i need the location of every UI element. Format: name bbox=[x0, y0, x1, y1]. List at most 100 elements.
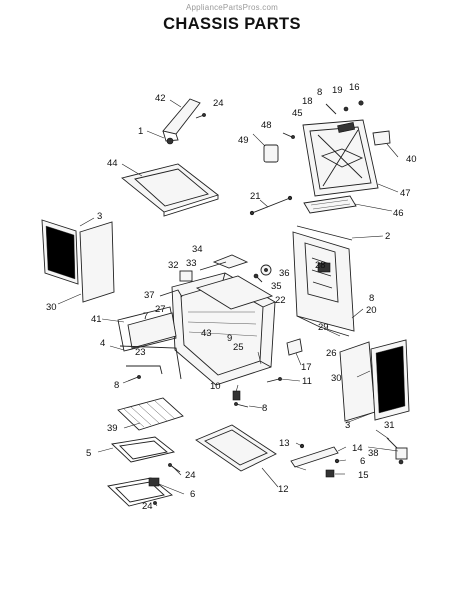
part-10-clip bbox=[232, 390, 241, 401]
callout-22: 22 bbox=[275, 295, 286, 306]
callout-23: 23 bbox=[135, 347, 146, 358]
callout-40: 40 bbox=[406, 154, 417, 165]
part-3-side-insulation-left bbox=[41, 219, 79, 285]
part-8-screw-left bbox=[127, 375, 141, 382]
callout-46: 46 bbox=[393, 208, 404, 219]
part-26-light-socket bbox=[286, 338, 303, 356]
part-8-screw-top bbox=[325, 103, 337, 115]
callout-1: 1 bbox=[138, 126, 143, 137]
callout-38: 38 bbox=[368, 448, 379, 459]
callout-26: 26 bbox=[326, 348, 337, 359]
callout-9: 9 bbox=[227, 333, 232, 344]
callout-37: 37 bbox=[144, 290, 155, 301]
callout-7: 7 bbox=[143, 311, 148, 322]
part-35-sensor bbox=[253, 273, 263, 283]
part-23-element-bracket bbox=[126, 365, 163, 375]
part-6-screw bbox=[334, 458, 340, 464]
callout-16: 16 bbox=[349, 82, 360, 93]
callout-numbers: 42 24 1 44 48 49 8 18 19 16 45 40 21 47 … bbox=[46, 82, 417, 512]
callout-33: 33 bbox=[186, 258, 197, 269]
callout-8-left: 8 bbox=[114, 380, 119, 391]
callout-24: 24 bbox=[213, 98, 224, 109]
callout-3-right: 3 bbox=[345, 420, 350, 431]
part-1-washer bbox=[166, 137, 174, 145]
callout-47: 47 bbox=[400, 188, 411, 199]
part-48-screw bbox=[282, 132, 295, 139]
part-45-switch-assembly bbox=[337, 122, 356, 133]
part-47-frame bbox=[302, 119, 379, 197]
callout-14: 14 bbox=[352, 443, 363, 454]
part-2-trim bbox=[296, 225, 353, 241]
callout-17: 17 bbox=[301, 362, 312, 373]
part-46-vent bbox=[303, 195, 357, 214]
callout-24-lower: 24 bbox=[142, 501, 153, 512]
callout-31: 31 bbox=[384, 420, 395, 431]
part-15-foot bbox=[325, 469, 335, 478]
part-42-bracket bbox=[162, 98, 201, 142]
callout-30-right: 30 bbox=[331, 373, 342, 384]
callout-20: 20 bbox=[366, 305, 377, 316]
callout-36: 36 bbox=[279, 268, 290, 279]
part-16-screw bbox=[358, 100, 364, 106]
part-36-knob bbox=[260, 264, 272, 276]
callout-4: 4 bbox=[100, 338, 105, 349]
part-33-wire bbox=[199, 261, 227, 271]
part-4-broil-element bbox=[119, 345, 182, 380]
page-title: CHASSIS PARTS bbox=[163, 15, 301, 33]
part-12-drawer-tray bbox=[195, 424, 277, 472]
part-24-screw-bake bbox=[168, 463, 181, 473]
callout-28: 28 bbox=[315, 260, 326, 271]
callout-2: 2 bbox=[385, 231, 390, 242]
part-34-latch-housing bbox=[212, 254, 249, 269]
part-28-element-block bbox=[317, 262, 331, 273]
callout-19: 19 bbox=[332, 85, 343, 96]
part-29-wire bbox=[296, 315, 350, 337]
callout-48: 48 bbox=[261, 120, 272, 131]
callout-8: 8 bbox=[317, 87, 322, 98]
part-11-screw bbox=[266, 377, 282, 383]
part-14-drawer-glide bbox=[290, 446, 339, 468]
callout-29: 29 bbox=[318, 322, 329, 333]
part-49-block bbox=[263, 144, 279, 163]
callout-44: 44 bbox=[107, 158, 118, 169]
part-39-oven-rack bbox=[117, 397, 184, 431]
callout-10: 10 bbox=[210, 381, 221, 392]
callout-18: 18 bbox=[302, 96, 313, 107]
callout-43: 43 bbox=[201, 328, 212, 339]
leader-lines bbox=[57, 99, 399, 507]
callout-6: 6 bbox=[190, 489, 195, 500]
part-30-side-panel-left bbox=[79, 221, 115, 303]
callout-32: 32 bbox=[168, 260, 179, 271]
part-19-fastener bbox=[343, 106, 349, 112]
callout-34: 34 bbox=[192, 244, 203, 255]
part-5-bake-element bbox=[111, 436, 176, 463]
watermark: AppliancePartsPros.com bbox=[186, 3, 278, 12]
callout-8-middle: 8 bbox=[262, 403, 267, 414]
callout-39: 39 bbox=[107, 423, 118, 434]
part-7-door-liner bbox=[127, 312, 177, 349]
callout-21: 21 bbox=[250, 191, 261, 202]
callout-41: 41 bbox=[91, 314, 102, 325]
callout-30: 30 bbox=[46, 302, 57, 313]
callout-27: 27 bbox=[155, 304, 166, 315]
part-44-cooktop-panel bbox=[121, 163, 219, 217]
callout-5: 5 bbox=[86, 448, 91, 459]
callout-15: 15 bbox=[358, 470, 369, 481]
part-6-element bbox=[107, 477, 173, 507]
part-20-back-panel bbox=[292, 231, 355, 332]
part-22-top-panel bbox=[195, 275, 274, 310]
part-32-switch bbox=[179, 270, 193, 282]
callout-45: 45 bbox=[292, 108, 303, 119]
callout-24-bake: 24 bbox=[185, 470, 196, 481]
callout-11: 11 bbox=[302, 376, 312, 387]
part-41-gasket bbox=[117, 306, 177, 352]
callout-12: 12 bbox=[278, 484, 289, 495]
callout-3: 3 bbox=[97, 211, 102, 222]
part-21-wire bbox=[249, 195, 293, 216]
part-3-side-insulation-right bbox=[370, 339, 410, 421]
callout-8-right: 8 bbox=[369, 293, 374, 304]
part-24-screw-top bbox=[195, 113, 206, 119]
callout-6-small: 6 bbox=[360, 456, 365, 467]
part-37-latch bbox=[159, 289, 183, 298]
